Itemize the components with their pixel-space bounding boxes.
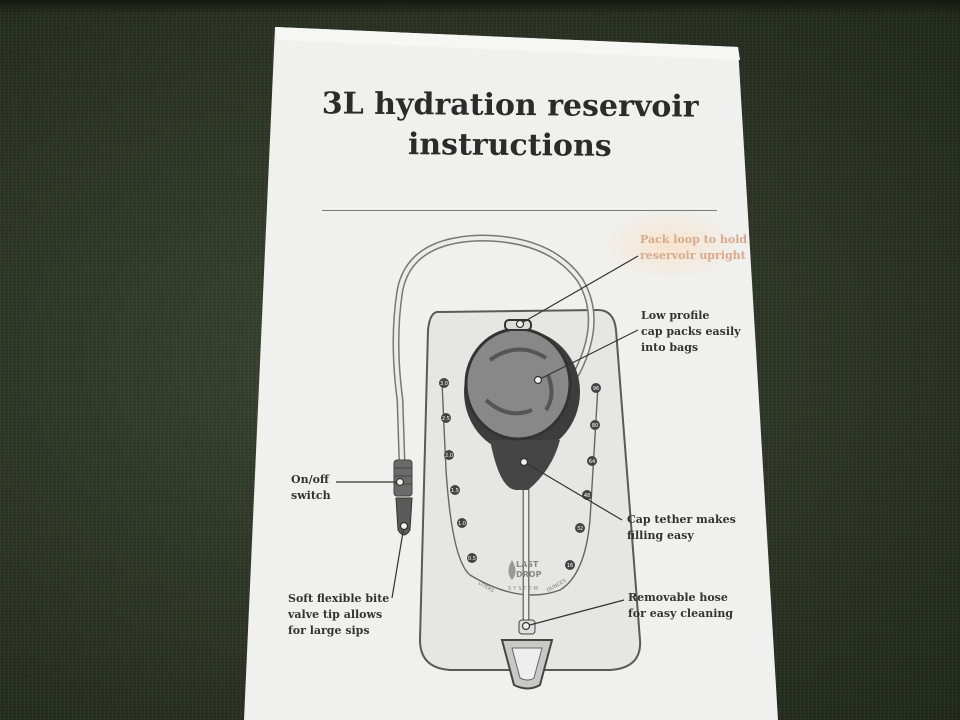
on-off-switch [393, 459, 413, 497]
scale-left-3: 2.0 [445, 453, 453, 459]
scale-right-4: 48 [584, 493, 590, 499]
scale-left-5: 1.0 [458, 521, 466, 527]
brand-line-2: DROP [516, 570, 542, 579]
brand-drop-icon [508, 560, 516, 580]
scale-right-6: 16 [567, 563, 573, 569]
brand-line-3: SYSTEM [508, 586, 540, 592]
scale-right-3: 64 [589, 459, 595, 465]
scale-right-1: 96 [593, 386, 599, 392]
reservoir-cap [464, 327, 572, 441]
leader-bite-valve [391, 525, 405, 599]
scale-left-2: 2.5 [442, 416, 450, 422]
leader-pack-loop [519, 255, 639, 325]
callout-bite-valve: Soft flexible bite valve tip allows for … [288, 592, 390, 637]
callout-low-profile-cap: Low profile cap packs easily into bags [641, 309, 741, 354]
light-glare [600, 210, 740, 280]
leader-cap [537, 329, 639, 381]
scale-right-2: 80 [592, 423, 598, 429]
top-shadow [0, 0, 960, 14]
brand-line-1: LAST [516, 560, 539, 569]
scale-left-1: 3.0 [440, 381, 448, 387]
callout-cap-tether: Cap tether makes filling easy [627, 513, 736, 542]
leader-tether [523, 461, 623, 521]
callout-on-off-switch: On/off switch [291, 473, 331, 502]
title-divider [322, 210, 717, 211]
scale-left-6: 0.5 [468, 556, 476, 562]
scale-right-5: 32 [577, 526, 583, 532]
scale-left-4: 1.5 [451, 488, 459, 494]
callout-pack-loop: Pack loop to hold reservoir upright [640, 233, 748, 262]
callout-removable-hose: Removable hose for easy cleaning [628, 591, 734, 620]
leader-hose [525, 599, 625, 627]
